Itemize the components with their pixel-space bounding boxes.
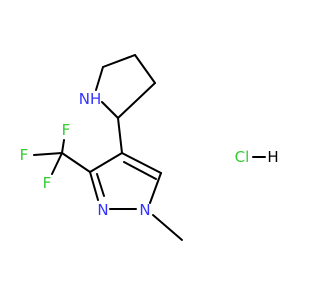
salt-h: H xyxy=(267,148,278,166)
bond-c4-c5-double xyxy=(123,161,157,180)
hydrochloride-salt: Cl H xyxy=(235,148,279,166)
bond-nh-c2 xyxy=(101,101,119,119)
bond-c4-c5 xyxy=(121,152,162,174)
bond-c3-cf3 xyxy=(61,152,91,173)
pyrazole-ring xyxy=(89,152,162,210)
atom-n-methyl: N xyxy=(139,201,150,219)
bond-nh-c5 xyxy=(95,66,104,91)
salt-cl: Cl xyxy=(235,148,250,166)
atom-n-ring: N xyxy=(97,201,108,219)
bond-n2-c3-double xyxy=(96,173,105,197)
bond-c3-c2 xyxy=(117,82,156,119)
atom-f3: F xyxy=(43,174,52,192)
bond-c5-c4 xyxy=(102,54,136,68)
atom-nh-h: H xyxy=(90,90,101,108)
bond-n-methyl xyxy=(152,214,183,241)
atom-labels: NH F F F N N xyxy=(20,90,151,219)
bond-c-f3 xyxy=(51,152,63,175)
pyrrolidine-ring xyxy=(95,54,156,119)
atom-nh: NH xyxy=(79,90,102,108)
trifluoromethyl-group xyxy=(33,139,91,175)
bond-pyrrolidine-pyrazole xyxy=(117,117,123,154)
bond-c-f2 xyxy=(33,152,63,156)
atom-f2: F xyxy=(20,146,29,164)
bond-c4-c3 xyxy=(134,54,156,84)
bond-c5-n1 xyxy=(149,172,162,204)
bond-c3-c4 xyxy=(89,152,123,173)
structure-diagram: NH F F F N N Cl H xyxy=(20,54,279,241)
atom-f1: F xyxy=(62,121,71,139)
atom-nh-n: N xyxy=(79,90,90,108)
bond-n2-c3 xyxy=(89,171,99,201)
bond-c-f1 xyxy=(61,139,65,154)
